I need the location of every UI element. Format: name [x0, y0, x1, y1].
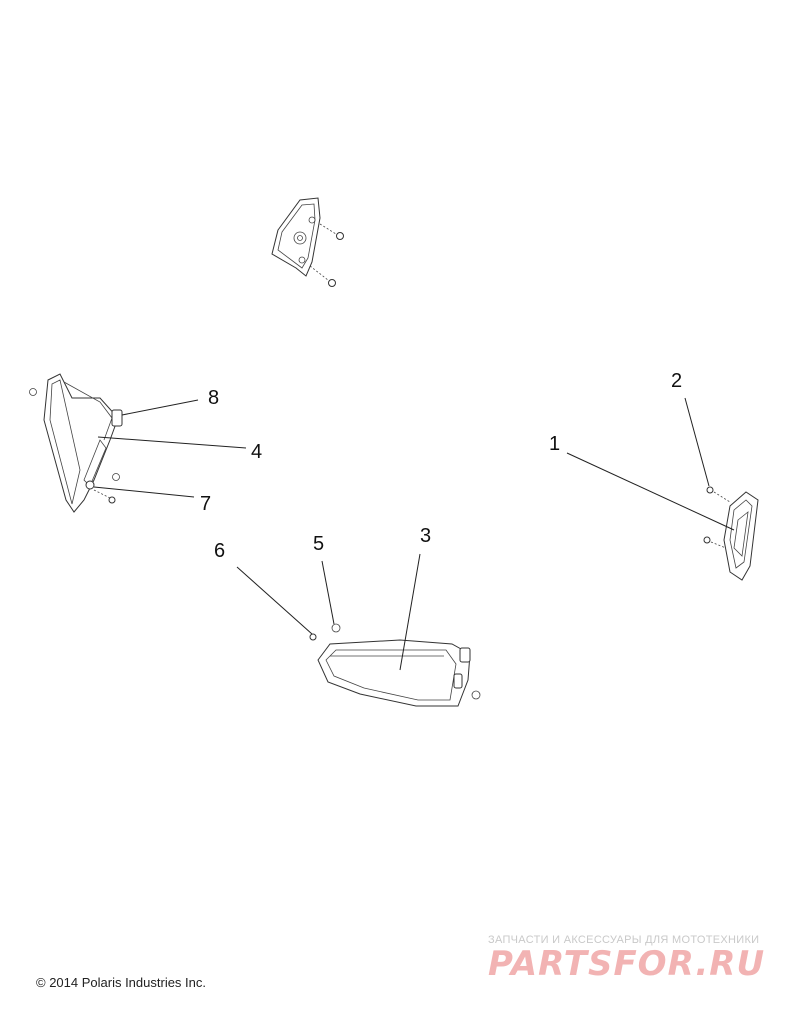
top-bracket-screw-lower	[309, 265, 336, 287]
watermark-tagline: ЗАПЧАСТИ И АКСЕССУАРЫ ДЛЯ МОТОТЕХНИКИ	[488, 934, 760, 946]
callout-7: 7	[200, 493, 211, 515]
callout-3: 3	[420, 525, 431, 547]
callout-6: 6	[214, 540, 225, 562]
callout-2: 2	[671, 370, 682, 392]
leader-2	[684, 397, 710, 487]
right-lamp	[723, 491, 759, 581]
right-lamp-screw-lower	[703, 536, 727, 549]
leader-8	[121, 399, 199, 416]
leader-7	[93, 486, 195, 498]
left-headlamp	[29, 373, 123, 513]
copyright-notice: © 2014 Polaris Industries Inc.	[36, 975, 206, 990]
leader-1	[566, 452, 735, 531]
top-bracket	[271, 197, 321, 277]
leader-3	[399, 553, 421, 671]
center-lamp	[309, 623, 481, 707]
top-bracket-screw-upper	[319, 223, 344, 240]
callout-8: 8	[208, 387, 219, 409]
leader-6	[236, 566, 313, 635]
watermark-logo: PARTSFOR.RU	[488, 944, 766, 984]
leader-4	[97, 436, 247, 449]
right-lamp-screw-upper	[706, 486, 731, 503]
leader-5	[321, 560, 335, 625]
callout-1: 1	[549, 433, 560, 455]
callout-5: 5	[313, 533, 324, 555]
callout-4: 4	[251, 441, 262, 463]
